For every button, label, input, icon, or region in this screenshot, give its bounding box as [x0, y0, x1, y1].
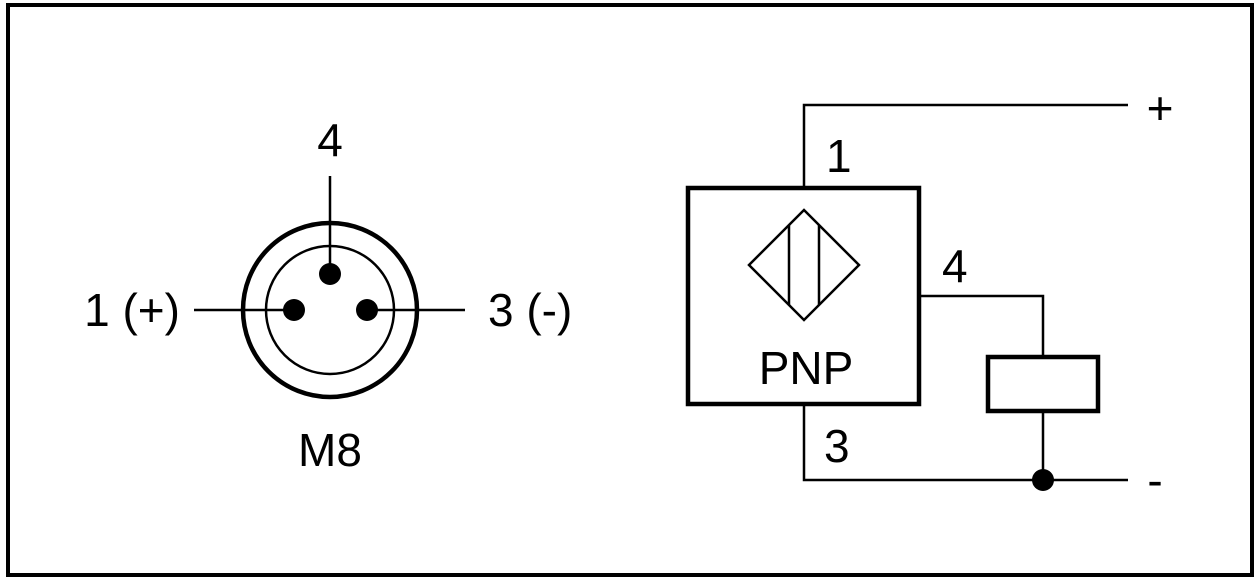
- load-resistor: [985, 354, 1101, 414]
- sensor-body: [685, 185, 922, 407]
- output-wire: [919, 294, 1045, 357]
- sensor-pin-4-label: 4: [942, 240, 968, 292]
- supply-plus-label: +: [1147, 82, 1174, 134]
- connector-type-label: M8: [298, 424, 362, 476]
- pin-1-label: 1 (+): [84, 284, 180, 336]
- pin-4-label: 4: [317, 114, 343, 166]
- junction-dot: [1032, 469, 1054, 491]
- pin-3-label: 3 (-): [488, 284, 572, 336]
- m8-connector-pinout: 4 1 (+) 3 (-) M8: [84, 114, 572, 476]
- supply-plus-wire: [802, 103, 1128, 188]
- supply-minus-label: -: [1147, 454, 1162, 506]
- pnp-wiring-schematic: PNP 1 4 3 + -: [685, 82, 1174, 506]
- supply-minus-wire: [802, 404, 1128, 482]
- sensor-pin-1-label: 1: [826, 130, 852, 182]
- diagram-frame: [6, 3, 1254, 577]
- proximity-sensor-icon: [747, 208, 861, 322]
- sensor-output-type: PNP: [759, 342, 854, 394]
- sensor-pin-3-label: 3: [824, 420, 850, 472]
